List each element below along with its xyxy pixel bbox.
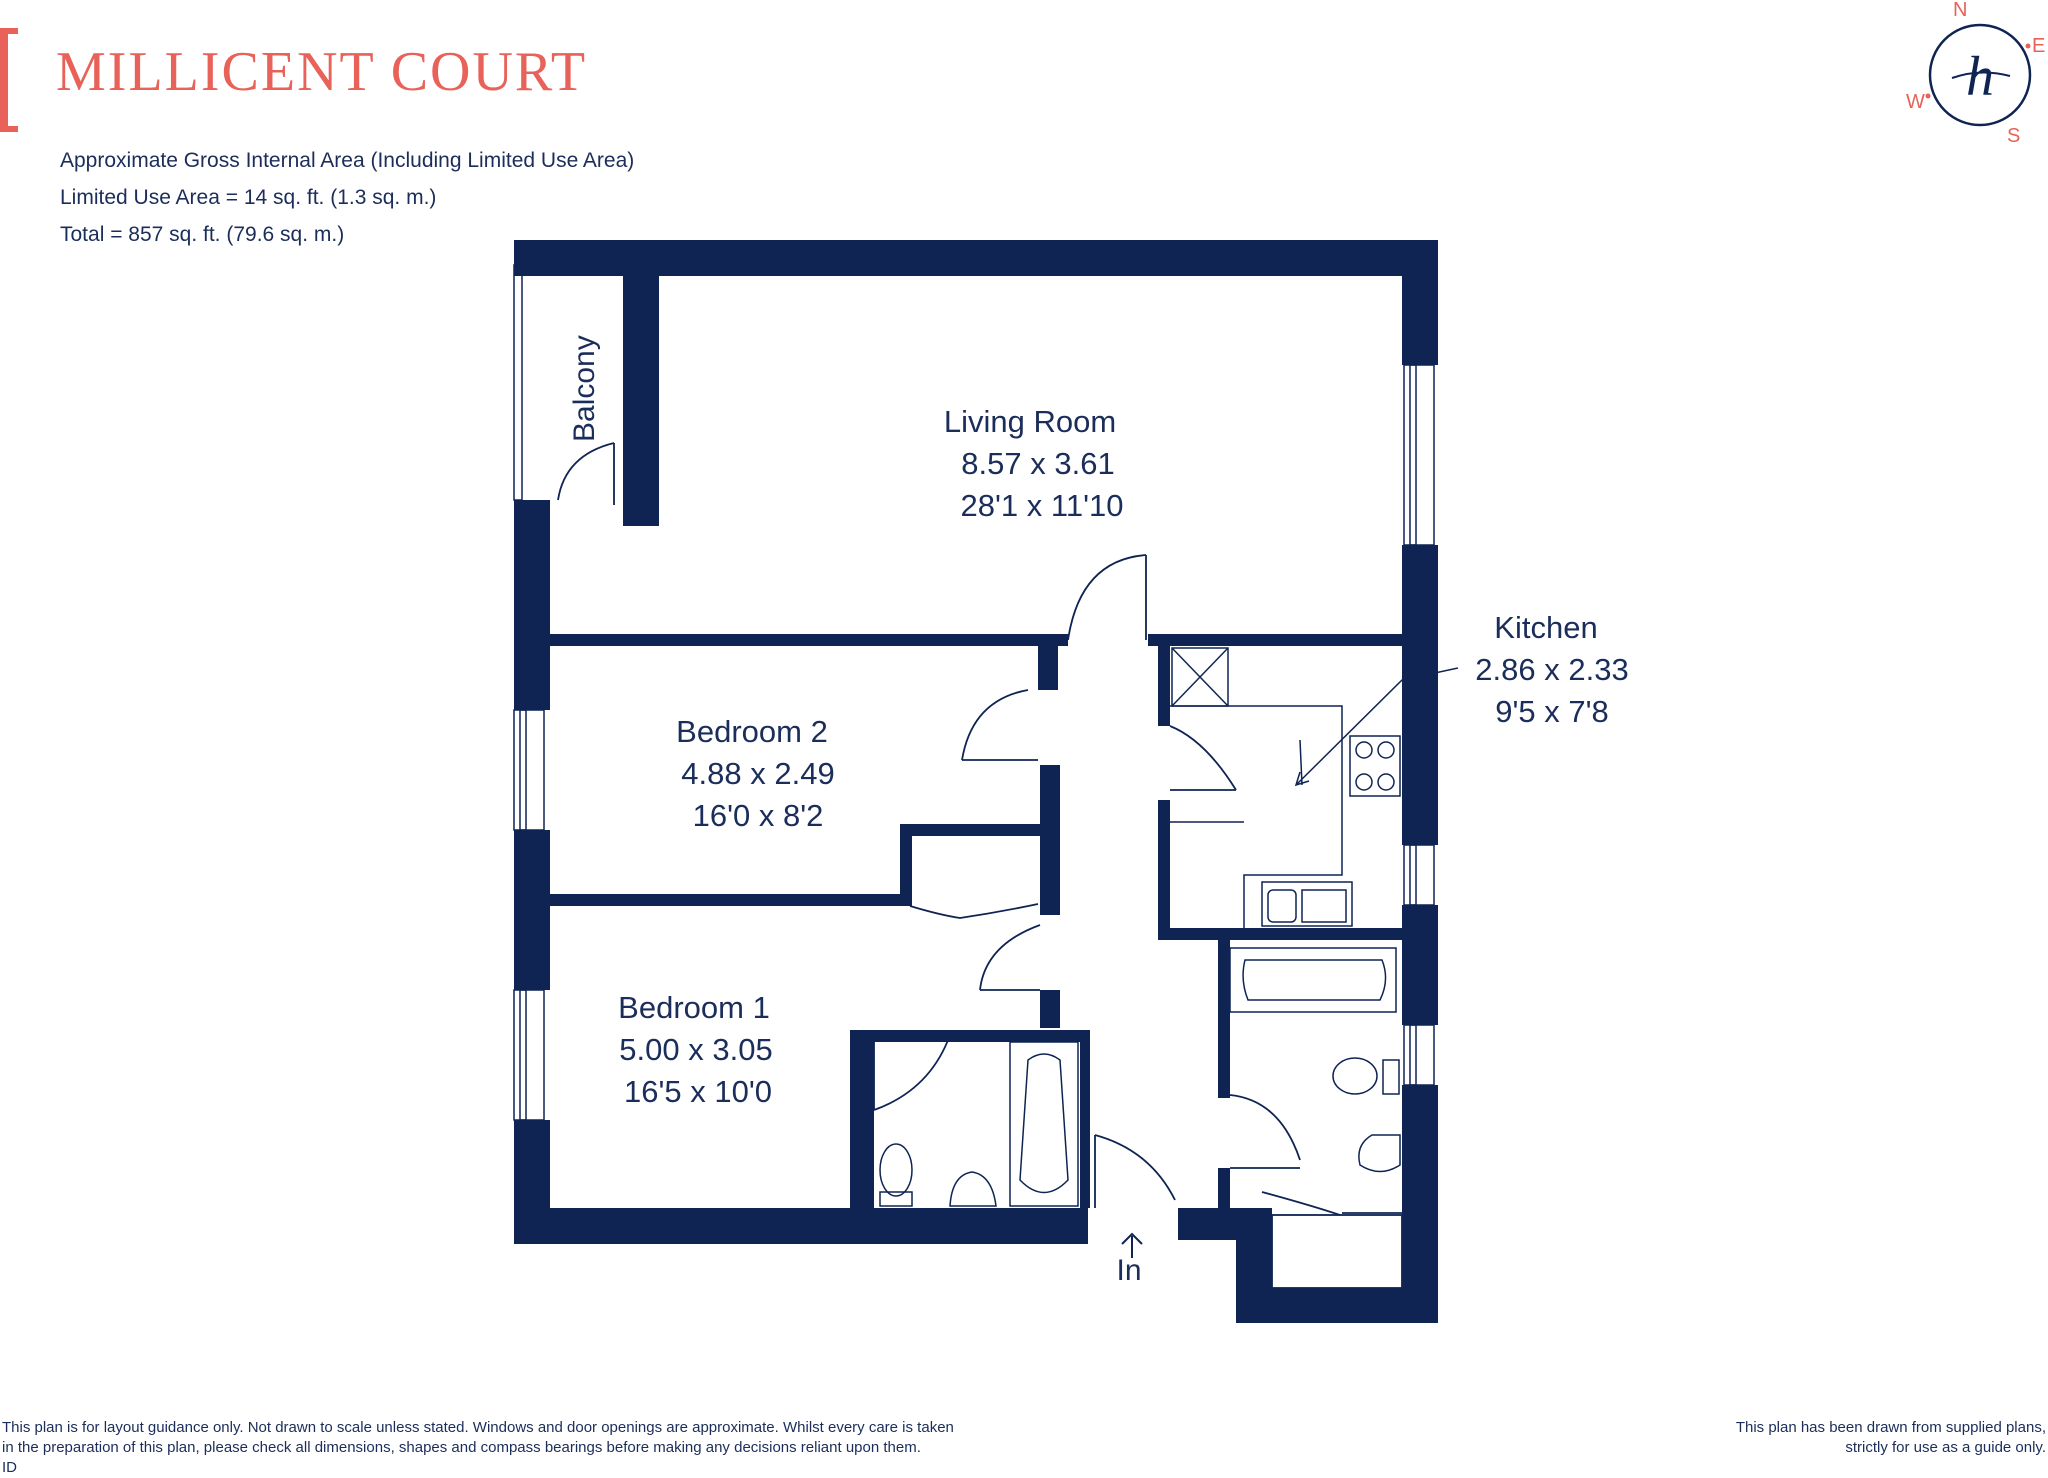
compass-logo: h N E S W (1906, 0, 2045, 147)
windows (513, 264, 1435, 1121)
living-room-metric: 8.57 x 3.61 (961, 446, 1114, 481)
compass-west: W (1906, 91, 1925, 113)
disclaimer: This plan is for layout guidance only. N… (2, 1418, 954, 1478)
bedroom-1-metric: 5.00 x 3.05 (619, 1032, 772, 1067)
source-note-line-2: strictly for use as a guide only. (1845, 1439, 2046, 1456)
room-living: Living Room 8.57 x 3.61 28'1 x 11'10 (944, 404, 1124, 523)
compass-south: S (2007, 125, 2020, 147)
kitchen-name: Kitchen (1494, 610, 1597, 645)
source-note-line-1: This plan has been drawn from supplied p… (1735, 1419, 2046, 1436)
room-bedroom-1: Bedroom 1 5.00 x 3.05 16'5 x 10'0 (618, 990, 773, 1109)
bathroom-fittings (879, 947, 1401, 1207)
plan-id: ID (2, 1459, 17, 1476)
kitchen-imperial: 9'5 x 7'8 (1495, 694, 1609, 729)
bedroom-1-name: Bedroom 1 (618, 990, 770, 1025)
kitchen-fittings (1170, 647, 1401, 930)
logo-monogram: h (1966, 46, 1994, 108)
disclaimer-line-1: This plan is for layout guidance only. N… (2, 1419, 954, 1436)
development-title: MILLICENT COURT (56, 41, 588, 103)
bedroom-1-imperial: 16'5 x 10'0 (624, 1074, 772, 1109)
brand-bracket (0, 28, 18, 132)
bedroom-2-name: Bedroom 2 (676, 714, 828, 749)
bedroom-2-imperial: 16'0 x 8'2 (693, 798, 824, 833)
source-note: This plan has been drawn from supplied p… (1736, 1418, 2046, 1458)
entrance-arrow (1121, 1232, 1143, 1258)
bedroom-2-metric: 4.88 x 2.49 (681, 756, 834, 791)
gross-area-label: Approximate Gross Internal Area (Includi… (60, 149, 635, 172)
doors (557, 442, 1403, 1289)
living-room-name: Living Room (944, 404, 1116, 439)
living-room-imperial: 28'1 x 11'10 (961, 488, 1124, 523)
total-area: Total = 857 sq. ft. (79.6 sq. m.) (60, 223, 345, 246)
compass-east: E (2032, 35, 2045, 57)
balcony-label: Balcony (568, 335, 601, 442)
room-kitchen: Kitchen 2.86 x 2.33 9'5 x 7'8 (1475, 610, 1628, 729)
disclaimer-line-2: in the preparation of this plan, please … (2, 1439, 921, 1456)
limited-use-area: Limited Use Area = 14 sq. ft. (1.3 sq. m… (60, 186, 437, 209)
compass-north: N (1953, 0, 1967, 21)
room-bedroom-2: Bedroom 2 4.88 x 2.49 16'0 x 8'2 (676, 714, 835, 833)
kitchen-metric: 2.86 x 2.33 (1475, 652, 1628, 687)
walls (514, 240, 1438, 1323)
entrance-label: In (1116, 1254, 1141, 1287)
kitchen-pointer (1294, 667, 1459, 787)
